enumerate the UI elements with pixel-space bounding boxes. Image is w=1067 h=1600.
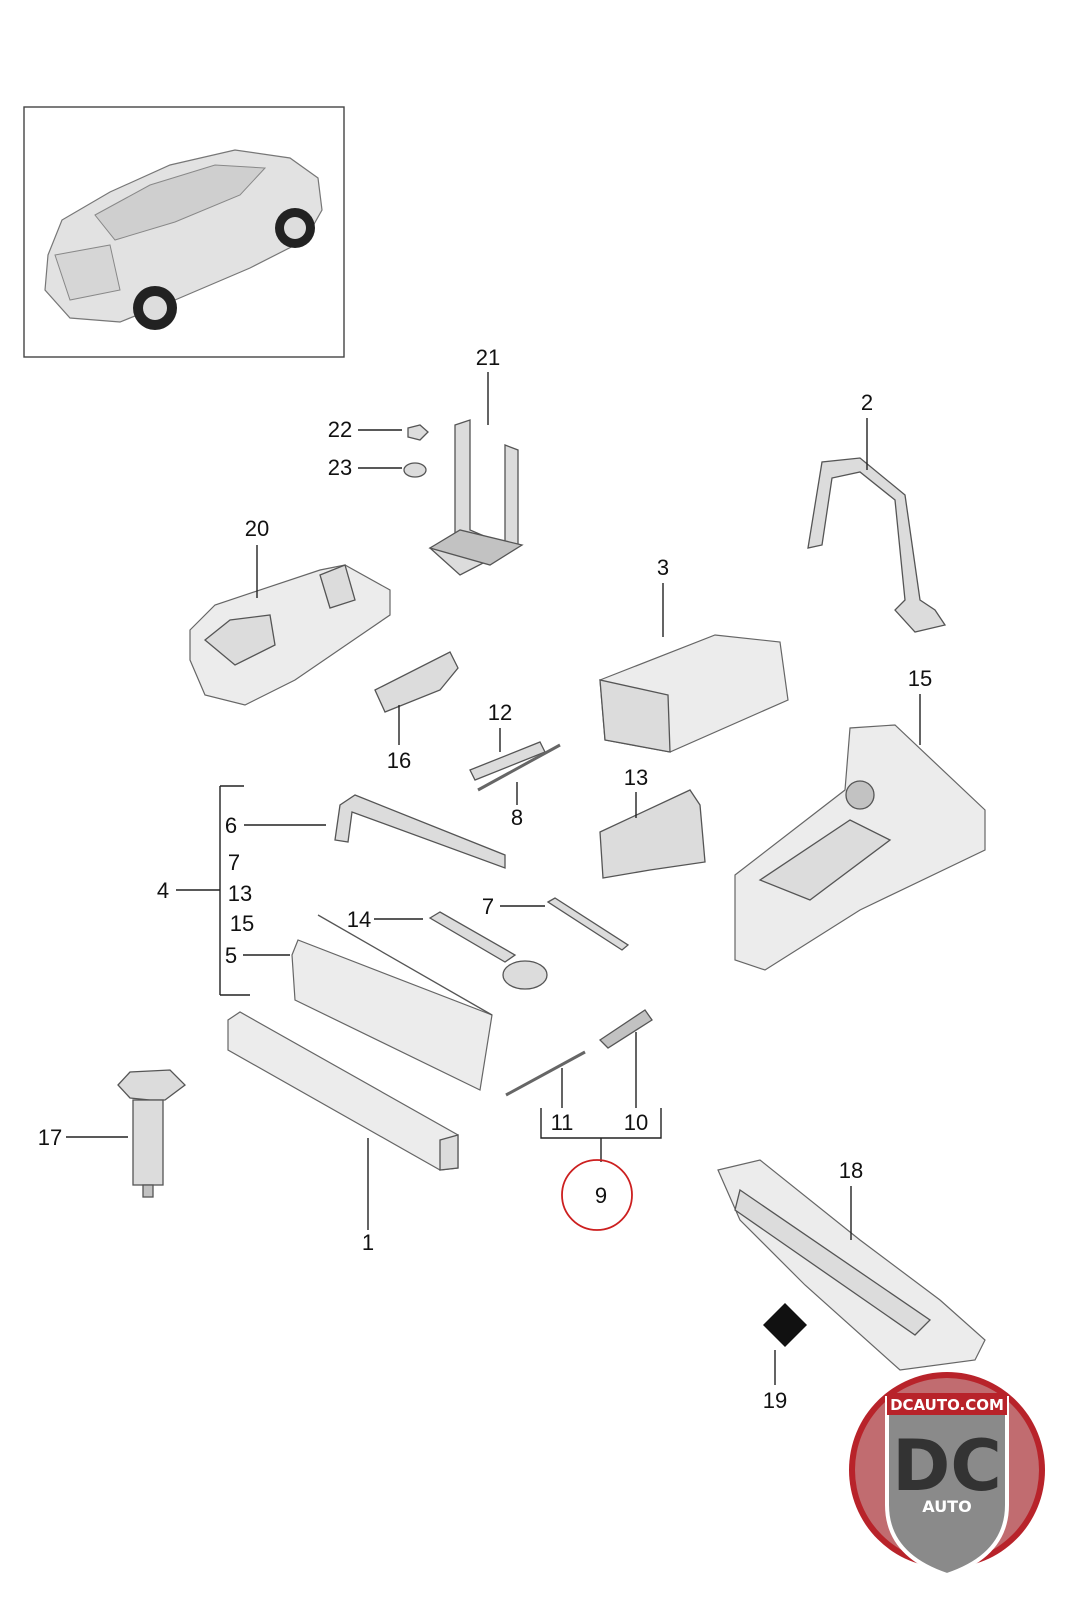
car-illustration bbox=[44, 149, 323, 330]
callout-4: 4 bbox=[157, 878, 169, 903]
leader-lines bbox=[66, 372, 921, 1385]
callout-9: 9 bbox=[595, 1183, 607, 1208]
logo-main-text: DC bbox=[892, 1425, 1001, 1507]
callout-4-member-13: 13 bbox=[228, 881, 252, 906]
part-5-pouch bbox=[291, 914, 493, 1091]
callout-18: 18 bbox=[839, 1158, 863, 1183]
part-11-bit bbox=[505, 1050, 586, 1097]
part-7-pin bbox=[546, 897, 630, 951]
callout-6: 6 bbox=[225, 813, 237, 838]
callout-labels: 21 22 23 2 20 3 15 16 12 8 13 6 4 7 13 1… bbox=[38, 345, 932, 1413]
part-22-nut bbox=[407, 424, 429, 441]
callout-1: 1 bbox=[362, 1230, 374, 1255]
part-19-label bbox=[763, 1303, 807, 1347]
part-14-tow-eye bbox=[428, 911, 548, 990]
callout-4-member-7: 7 bbox=[228, 850, 240, 875]
callout-4-member-15: 15 bbox=[230, 911, 254, 936]
highlight-circle bbox=[561, 1159, 633, 1231]
callout-13: 13 bbox=[624, 765, 648, 790]
callout-2: 2 bbox=[861, 390, 873, 415]
logo-sub-text: AUTO bbox=[922, 1497, 971, 1516]
part-23-washer bbox=[403, 462, 427, 478]
part-8-rod bbox=[477, 743, 561, 792]
callout-7: 7 bbox=[482, 894, 494, 919]
part-15-tray bbox=[734, 724, 986, 971]
callout-19: 19 bbox=[763, 1388, 787, 1413]
dcauto-logo: DCAUTO.COM DC AUTO bbox=[849, 1372, 1045, 1578]
callout-17: 17 bbox=[38, 1125, 62, 1150]
callout-16: 16 bbox=[387, 748, 411, 773]
callout-20: 20 bbox=[245, 516, 269, 541]
callout-12: 12 bbox=[488, 700, 512, 725]
callout-8: 8 bbox=[511, 805, 523, 830]
part-20-tray bbox=[189, 564, 391, 706]
callout-21: 21 bbox=[476, 345, 500, 370]
part-10-screwdriver bbox=[598, 1009, 653, 1049]
part-1-bar bbox=[227, 1011, 459, 1171]
part-2-strap bbox=[807, 457, 947, 633]
callout-10: 10 bbox=[624, 1110, 648, 1135]
callout-3: 3 bbox=[657, 555, 669, 580]
callout-23: 23 bbox=[328, 455, 352, 480]
part-3-box bbox=[599, 634, 789, 753]
part-16-clip bbox=[374, 651, 459, 713]
logo-top-text: DCAUTO.COM bbox=[890, 1396, 1004, 1414]
callout-15: 15 bbox=[908, 666, 932, 691]
callout-22: 22 bbox=[328, 417, 352, 442]
part-21-bracket bbox=[428, 419, 524, 576]
vehicle-thumbnail bbox=[23, 106, 345, 358]
callout-14: 14 bbox=[347, 907, 371, 932]
part-13-plate bbox=[599, 789, 706, 879]
part-18-jack bbox=[717, 1159, 986, 1371]
part-17-bolt bbox=[117, 1069, 186, 1198]
callout-5: 5 bbox=[225, 943, 237, 968]
callout-11: 11 bbox=[551, 1110, 574, 1135]
part-6-crank bbox=[334, 794, 506, 869]
